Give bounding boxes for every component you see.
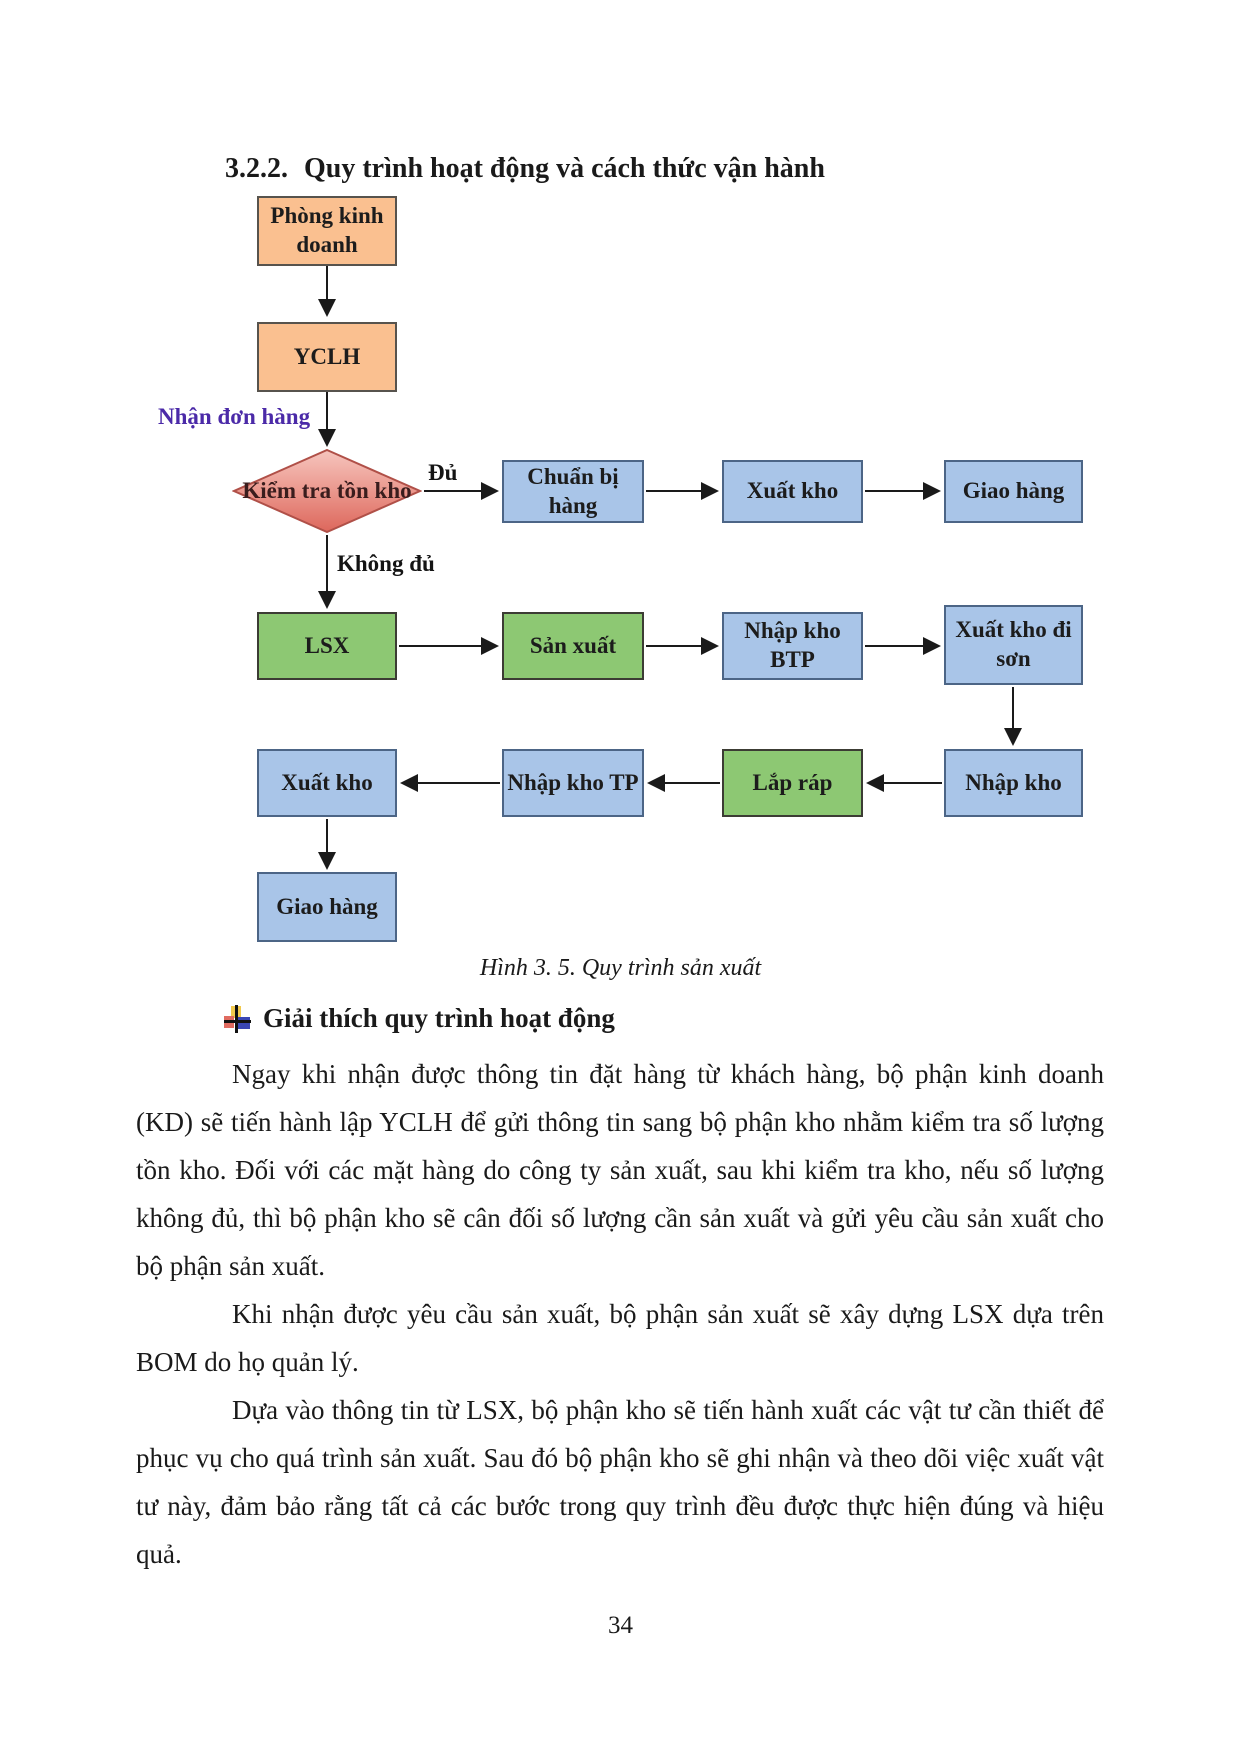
paragraph: Ngay khi nhận được thông tin đặt hàng từ… xyxy=(136,1059,1104,1281)
bullet-heading-text: Giải thích quy trình hoạt động xyxy=(263,1003,615,1033)
flow-node-phong-kinh-doanh: Phòng kinh doanh xyxy=(257,196,397,266)
flow-node-lsx: LSX xyxy=(257,612,397,680)
node-label: Giao hàng xyxy=(962,478,1065,504)
node-label: Lắp ráp xyxy=(752,769,833,795)
flow-node-xuat-kho-di-son: Xuất kho đi sơn xyxy=(944,605,1083,685)
flow-node-lap-rap: Lắp ráp xyxy=(722,749,863,817)
node-label: Chuẩn bị hàng xyxy=(527,463,619,518)
flow-node-chuan-bi-hang: Chuẩn bị hàng xyxy=(502,460,644,523)
page-number: 34 xyxy=(608,1612,633,1639)
body-text-block: Ngay khi nhận được thông tin đặt hàng từ… xyxy=(136,1050,1104,1578)
decision-diamond-shape xyxy=(231,448,423,534)
section-title: Quy trình hoạt động và cách thức vận hàn… xyxy=(304,153,825,184)
figure-caption: Hình 3. 5. Quy trình sản xuất xyxy=(479,955,762,981)
node-label: YCLH xyxy=(293,343,361,369)
node-label: Nhập kho TP xyxy=(507,769,639,795)
flow-node-yclh: YCLH xyxy=(257,322,397,392)
section-number: 3.2.2. xyxy=(225,153,288,184)
node-label: Giao hàng xyxy=(276,893,378,919)
flow-node-xuat-kho-1: Xuất kho xyxy=(722,460,863,523)
node-label: Xuất kho đi sơn xyxy=(955,617,1072,671)
node-label: Kiểm tra tồn kho xyxy=(242,478,412,503)
edge-label-du: Đủ xyxy=(428,460,458,485)
bullet-heading-row: Giải thích quy trình hoạt động xyxy=(224,1003,615,1034)
edge-label-khong-du: Không đủ xyxy=(337,551,435,576)
colored-plus-bullet-icon xyxy=(224,1004,251,1033)
edge-label-nhan-don-hang: Nhận đơn hàng xyxy=(158,404,311,429)
section-heading: 3.2.2. Quy trình hoạt động và cách thức v… xyxy=(225,153,825,185)
flow-node-nhap-kho-btp: Nhập kho BTP xyxy=(722,612,863,680)
flow-node-nhap-kho-tp: Nhập kho TP xyxy=(502,749,644,817)
node-label: Xuất kho xyxy=(281,769,373,795)
node-label: Phòng kinh doanh xyxy=(270,203,384,257)
flow-decision-kiem-tra-ton-kho: Kiểm tra tồn kho xyxy=(231,448,423,534)
paragraph: Dựa vào thông tin từ LSX, bộ phận kho sẽ… xyxy=(136,1395,1104,1569)
node-label: LSX xyxy=(304,632,350,658)
flow-node-xuat-kho-2: Xuất kho xyxy=(257,749,397,817)
node-label: Sản xuất xyxy=(529,632,617,658)
flow-node-giao-hang-1: Giao hàng xyxy=(944,460,1083,523)
node-label: Nhập kho BTP xyxy=(744,618,841,672)
flow-node-giao-hang-2: Giao hàng xyxy=(257,872,397,942)
node-label: Nhập kho xyxy=(965,769,1062,795)
flow-node-nhap-kho: Nhập kho xyxy=(944,749,1083,817)
flow-node-san-xuat: Sản xuất xyxy=(502,612,644,680)
paragraph: Khi nhận được yêu cầu sản xuất, bộ phận … xyxy=(136,1299,1104,1377)
node-label: Xuất kho xyxy=(746,478,839,504)
